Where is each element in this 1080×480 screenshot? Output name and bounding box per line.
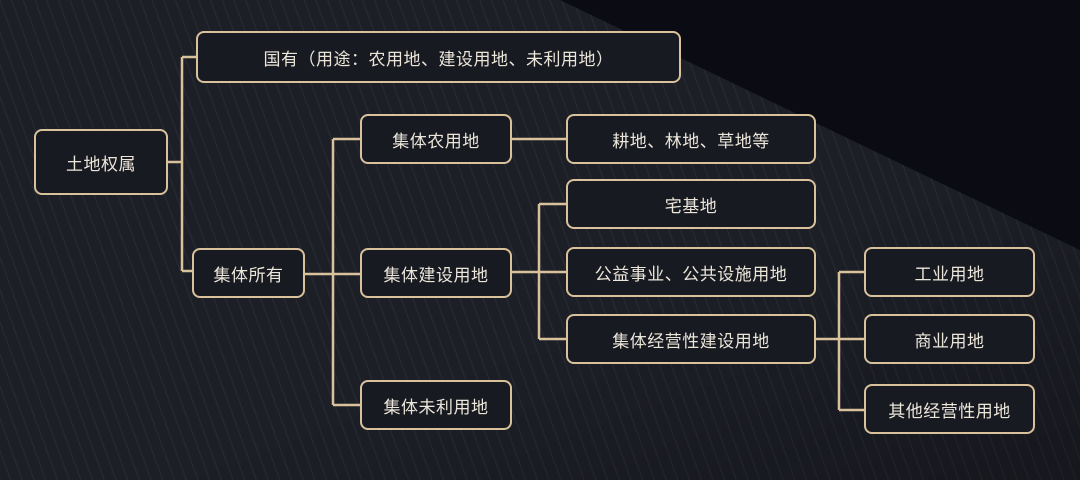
node-public-facilities-land: 公益事业、公共设施用地 bbox=[566, 247, 816, 297]
node-state-owned: 国有（用途：农用地、建设用地、未利用地） bbox=[196, 31, 681, 83]
connector-commercial-construction bbox=[816, 270, 864, 412]
node-land-ownership: 土地权属 bbox=[34, 129, 168, 195]
node-other-commercial-land: 其他经营性用地 bbox=[864, 384, 1035, 434]
node-collective-unused-land: 集体未利用地 bbox=[360, 380, 512, 430]
connector-collective bbox=[305, 137, 360, 407]
connector-construction bbox=[512, 202, 566, 341]
connector-root bbox=[168, 55, 196, 273]
node-homestead: 宅基地 bbox=[566, 179, 816, 229]
node-collective-agricultural-land: 集体农用地 bbox=[360, 114, 512, 164]
node-agricultural-examples: 耕地、林地、草地等 bbox=[566, 114, 816, 164]
node-collective-commercial-construction-land: 集体经营性建设用地 bbox=[566, 314, 816, 364]
node-industrial-land: 工业用地 bbox=[864, 247, 1035, 297]
node-commercial-land: 商业用地 bbox=[864, 314, 1035, 364]
node-collective-owned: 集体所有 bbox=[192, 248, 305, 298]
node-collective-construction-land: 集体建设用地 bbox=[360, 248, 512, 298]
